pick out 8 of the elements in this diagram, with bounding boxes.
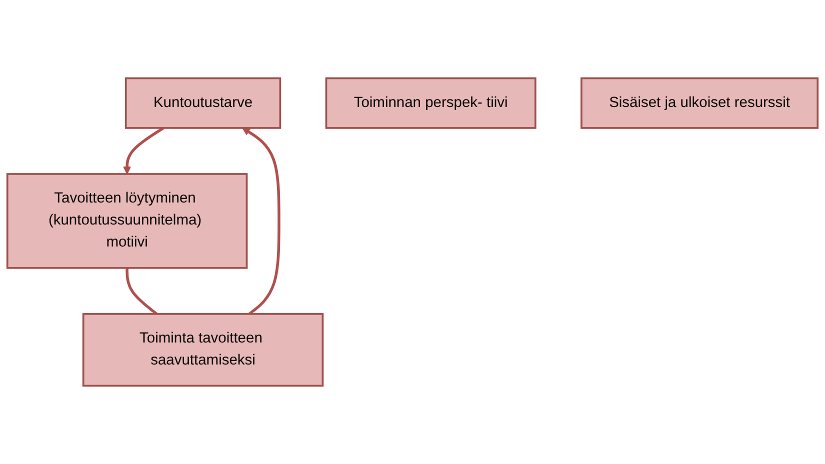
arrow (123, 126, 164, 174)
node-box: Sisäiset ja ulkoiset resurssit (580, 77, 819, 129)
node-box: Tavoitteen löytyminen (kuntoutussuunnitelma) motiivi (6, 173, 248, 269)
connector (126, 268, 158, 316)
node-box: Toiminnan perspek- tiivi (325, 77, 536, 129)
node-box: Toiminta tavoitteen saavuttamiseksi (82, 313, 324, 387)
arrow (242, 128, 280, 316)
node-box: Kuntoutustarve (124, 77, 282, 129)
